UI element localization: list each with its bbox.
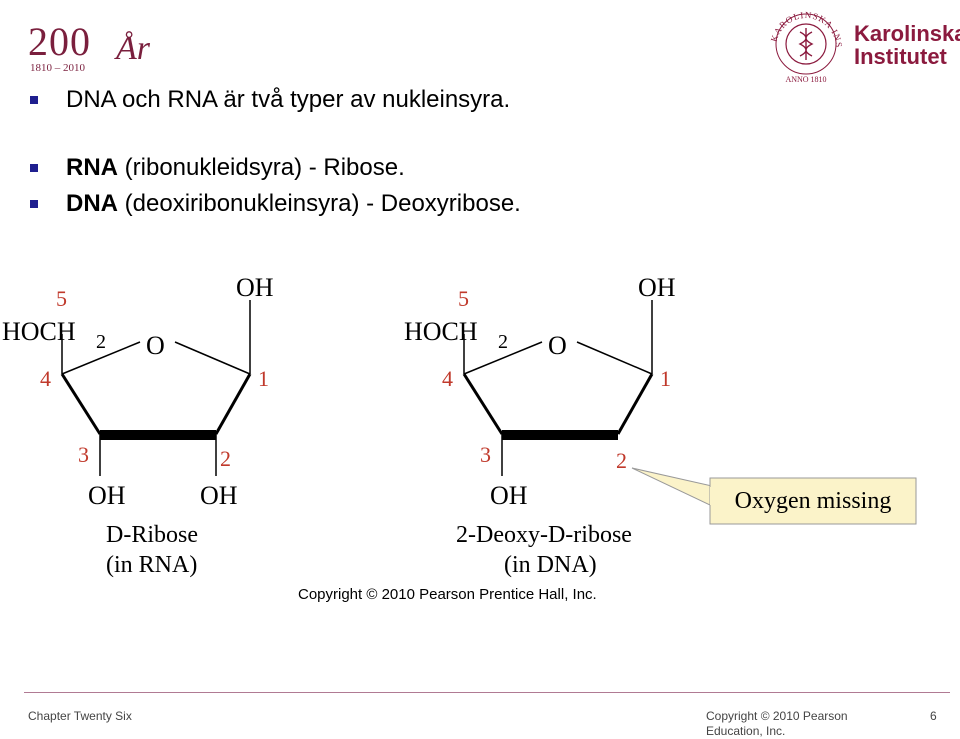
ribose-caption-name: D-Ribose bbox=[106, 522, 198, 548]
footer-chapter: Chapter Twenty Six bbox=[28, 709, 132, 723]
deoxy-bond-c4-c3 bbox=[462, 373, 504, 435]
logo-200-number: 200 bbox=[28, 19, 91, 64]
ribose-caption-rna: (in RNA) bbox=[106, 552, 197, 578]
ribose-oh-c1: OH bbox=[236, 273, 274, 302]
ribose-bond-c2-c1 bbox=[214, 373, 252, 435]
deoxyribose-structure: 5 HOCH 2 O OH 1 4 3 2 OH 2-Deoxy-D-ribos… bbox=[404, 273, 676, 578]
deoxy-oh-c3: OH bbox=[490, 481, 528, 510]
ribose-bond-c4-c3 bbox=[60, 373, 102, 435]
ribose-pos-3: 3 bbox=[78, 442, 89, 467]
callout-box bbox=[709, 477, 917, 525]
deoxy-pos-5: 5 bbox=[458, 286, 469, 311]
deoxy-ring-o: O bbox=[548, 331, 567, 360]
callout-text: Oxygen missing bbox=[735, 488, 892, 514]
ribose-subscript-2: 2 bbox=[96, 331, 106, 353]
ribose-oh-c2: OH bbox=[200, 481, 238, 510]
anniversary-logo: 200 År 1810 – 2010 bbox=[28, 18, 158, 78]
ribose-bond-o-c1 bbox=[174, 341, 251, 375]
sugar-structures-diagram: 5 HOCH 2 O OH 1 4 3 2 OH OH D-Ribose (in… bbox=[2, 273, 917, 578]
callout-pointer bbox=[631, 467, 713, 507]
oxygen-missing-callout: Oxygen missing bbox=[631, 467, 917, 525]
page-number: 6 bbox=[930, 709, 937, 723]
deoxy-caption-dna: (in DNA) bbox=[504, 552, 597, 578]
ki-wordmark: Karolinska Institutet bbox=[854, 22, 960, 68]
footer-divider bbox=[24, 692, 950, 693]
ribose-pos-5: 5 bbox=[56, 286, 67, 311]
bullet-text: DNA (deoxiribonukleinsyra) - Deoxyribose… bbox=[66, 190, 521, 217]
ribose-bond-c4-o bbox=[61, 341, 141, 375]
ribose-hoch: HOCH bbox=[2, 317, 76, 346]
logo-ar-text: År bbox=[116, 30, 150, 67]
logo-years: 1810 – 2010 bbox=[30, 62, 85, 74]
ki-wordmark-line1: Karolinska bbox=[854, 21, 960, 46]
figure-copyright: Copyright © 2010 Pearson Prentice Hall, … bbox=[298, 586, 597, 603]
ribose-ring-o: O bbox=[146, 331, 165, 360]
karolinska-logo: KAROLINSKA INSTITUTET ANNO 1810 Karolins… bbox=[760, 2, 960, 84]
deoxy-bond-c3-c2 bbox=[502, 430, 618, 440]
bullet-text: RNA (ribonukleidsyra) - Ribose. bbox=[66, 154, 405, 181]
bullet-text: DNA och RNA är två typer av nukleinsyra. bbox=[66, 86, 511, 113]
deoxy-pos-2: 2 bbox=[616, 448, 627, 473]
deoxy-pos-1: 1 bbox=[660, 366, 671, 391]
square-bullet-icon bbox=[30, 164, 38, 172]
seal-year-text: ANNO 1810 bbox=[785, 75, 826, 84]
square-bullet-icon bbox=[30, 96, 38, 104]
bullet-bold-term: DNA bbox=[66, 190, 118, 217]
deoxy-caption-name: 2-Deoxy-D-ribose bbox=[456, 522, 632, 548]
deoxy-oh-c1: OH bbox=[638, 273, 676, 302]
deoxy-bond-c4-o bbox=[463, 341, 543, 375]
deoxy-bond-c2-c1 bbox=[616, 373, 654, 435]
ribose-structure: 5 HOCH 2 O OH 1 4 3 2 OH OH D-Ribose (in… bbox=[2, 273, 274, 578]
bullet-bold-term: RNA bbox=[66, 154, 118, 181]
ki-seal-icon: KAROLINSKA INSTITUTET ANNO 1810 bbox=[762, 2, 843, 84]
ki-wordmark-line2: Institutet bbox=[854, 44, 947, 69]
ribose-pos-1: 1 bbox=[258, 366, 269, 391]
ribose-pos-4: 4 bbox=[40, 366, 51, 391]
deoxy-pos-3: 3 bbox=[480, 442, 491, 467]
ribose-oh-c3: OH bbox=[88, 481, 126, 510]
deoxy-pos-4: 4 bbox=[442, 366, 453, 391]
deoxy-hoch: HOCH bbox=[404, 317, 478, 346]
ribose-bond-c3-c2 bbox=[100, 430, 216, 440]
square-bullet-icon bbox=[30, 200, 38, 208]
deoxy-bond-o-c1 bbox=[576, 341, 653, 375]
ribose-pos-2: 2 bbox=[220, 446, 231, 471]
deoxy-subscript-2: 2 bbox=[498, 331, 508, 353]
